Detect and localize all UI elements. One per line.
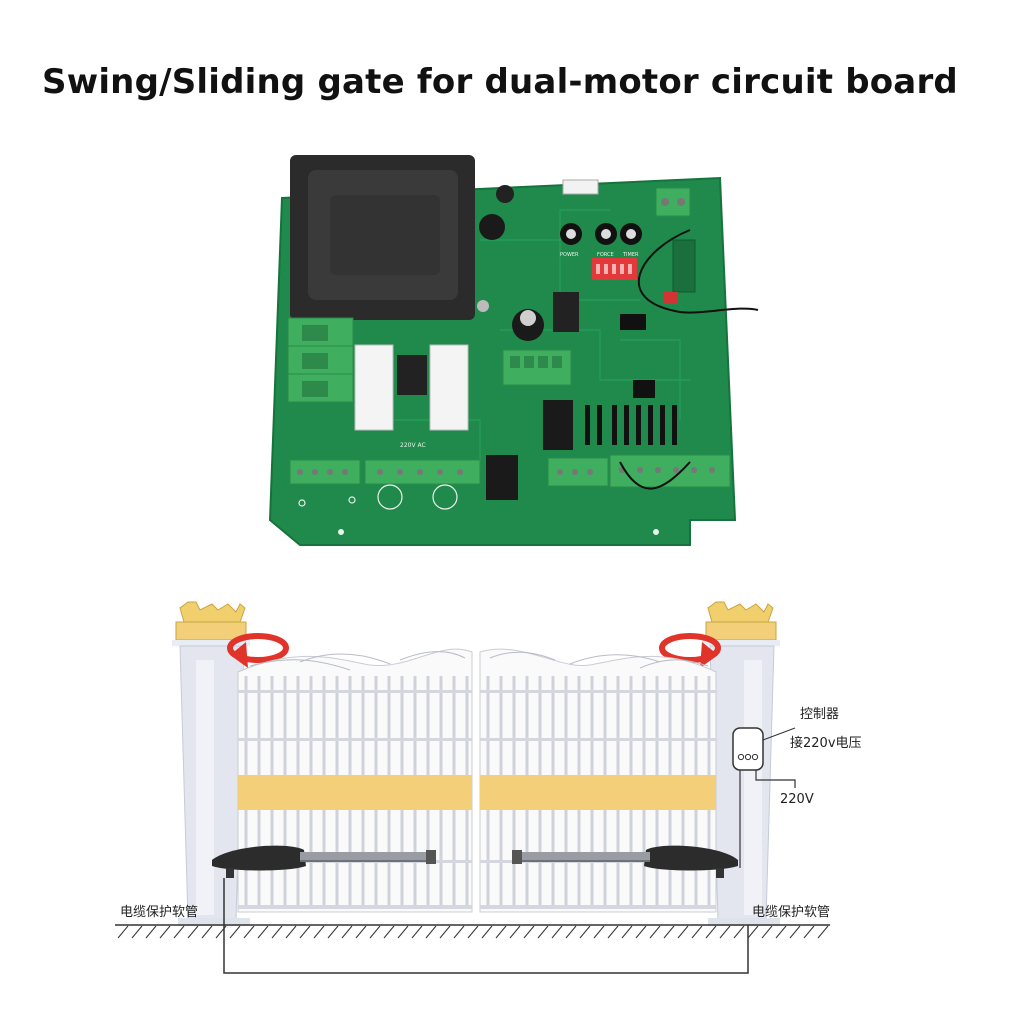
ground-hatch [537,925,549,939]
controller-box [732,727,796,868]
ground-hatch [481,925,493,939]
ground-hatch [285,925,297,939]
ground-hatch [173,925,185,939]
potentiometer-force [595,223,617,245]
ground-hatch [705,925,717,939]
ground-hatch [341,925,353,939]
ground-hatch [453,925,465,939]
ground-hatch [159,925,171,939]
ground-hatch [551,925,563,939]
capacitor [479,214,505,240]
left-actuator [212,845,436,878]
right-pillar [702,601,780,926]
ground-hatch [635,925,647,939]
ground-hatch [733,925,745,939]
ground-hatch [565,925,577,939]
underground-cable [223,878,749,974]
rotation-arrow-left-icon [227,633,289,668]
ground-hatch [523,925,535,939]
potentiometer-timer [620,223,642,245]
ground-hatch [229,925,241,939]
gate-diagram: 控制器 接220v电压 220V 电缆保护软管 电缆保护软管 [115,601,862,974]
ground-hatch [495,925,507,939]
ground-hatch [775,925,787,939]
power-connection-label: 接220v电压 [790,735,862,751]
page-title: Swing/Sliding gate for dual-motor circui… [42,62,958,102]
ground-hatch [803,925,815,939]
left-gate-leaf [237,648,473,913]
ground-hatch [117,925,129,939]
ground-hatch [131,925,143,939]
ground-hatch [425,925,437,939]
cable-protection-label-left: 电缆保护软管 [120,904,198,920]
ground-hatch [593,925,605,939]
circuit-board: POWER FORCE TIMER [268,155,759,546]
voltage-label: 220V [780,792,814,807]
svg-text:TIMER: TIMER [622,252,639,258]
ground-hatch [649,925,661,939]
svg-text:220V AC: 220V AC [400,442,426,449]
ground-hatch [579,925,591,939]
potentiometer-power [560,223,582,245]
ground-hatch [607,925,619,939]
ground-hatch [243,925,255,939]
rotation-arrow-right-icon [659,633,721,668]
ground-hatch [789,925,801,939]
svg-text:POWER: POWER [560,252,579,258]
ground-hatch [187,925,199,939]
ground-hatch [257,925,269,939]
ground-hatch [369,925,381,939]
ground-hatch [397,925,409,939]
ground-hatch [355,925,367,939]
ground-hatch [747,925,759,939]
ground-hatch [411,925,423,939]
ground [115,924,830,939]
ground-hatch [761,925,773,939]
right-gate-leaf [479,648,717,913]
cable-protection-label-right: 电缆保护软管 [752,904,830,920]
ground-hatch [439,925,451,939]
ground-hatch [663,925,675,939]
ground-hatch [467,925,479,939]
ground-hatch [691,925,703,939]
ground-hatch [145,925,157,939]
right-actuator [512,845,738,878]
ground-hatch [271,925,283,939]
ground-hatch [299,925,311,939]
ground-hatch [677,925,689,939]
ground-hatch [509,925,521,939]
ground-hatch [383,925,395,939]
controller-label: 控制器 [800,707,839,722]
ground-hatch [621,925,633,939]
ground-hatch [327,925,339,939]
left-pillar [172,601,250,926]
ground-hatch [719,925,731,939]
ground-hatch [201,925,213,939]
ground-hatch [313,925,325,939]
svg-text:FORCE: FORCE [597,252,614,258]
ground-hatch [817,925,829,939]
transformer [290,155,489,320]
